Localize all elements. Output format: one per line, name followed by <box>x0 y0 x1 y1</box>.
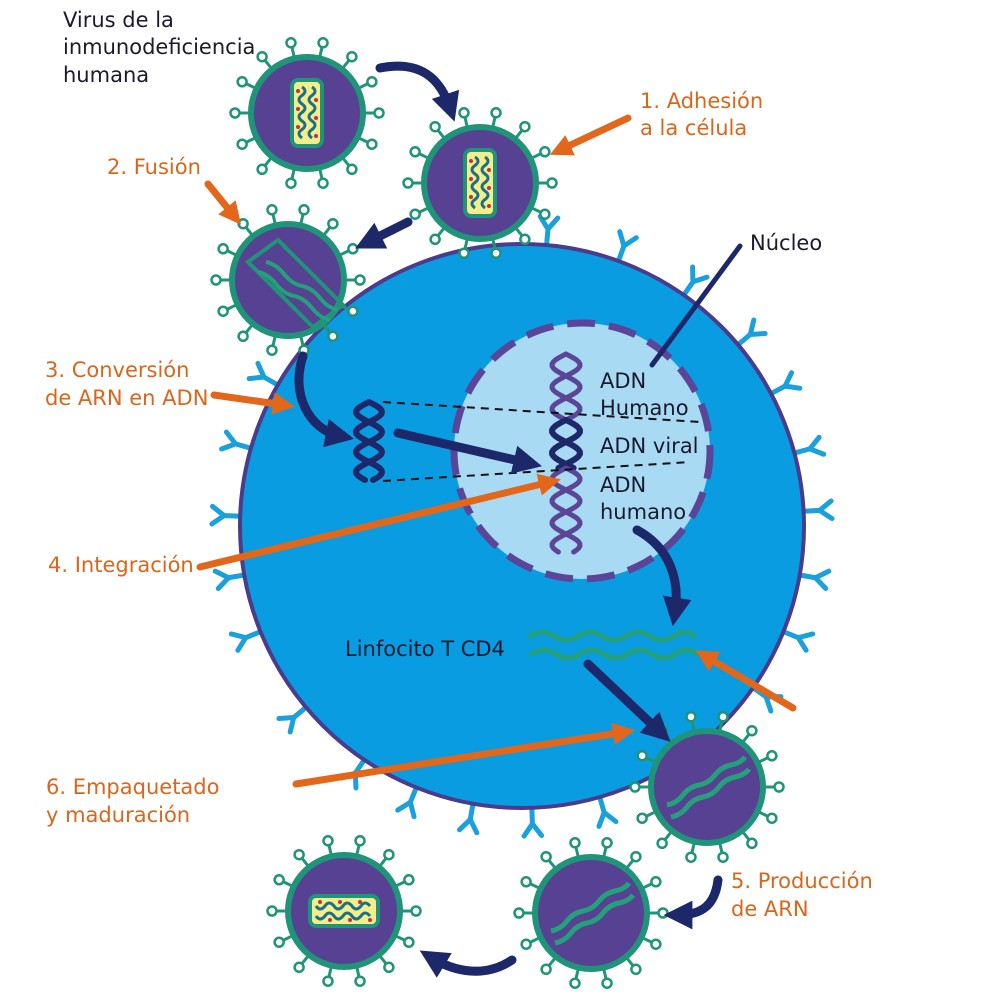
receptor-icon <box>733 317 768 349</box>
virus-rna-production <box>513 837 669 989</box>
pointer-nucleus <box>649 243 743 368</box>
label-step6-packaging: 6. Empaquetado y maduración <box>46 775 226 827</box>
virus-budding <box>629 711 785 863</box>
receptor-icon <box>789 434 827 457</box>
receptor-icon <box>276 703 311 735</box>
label-step4-integration: 4. Integración <box>48 553 194 577</box>
receptor-icon <box>596 792 619 829</box>
arrow-rna-to-budding <box>583 659 671 742</box>
label-human-dna-top: ADN Humano <box>600 369 689 420</box>
arrow-to-mature-virus <box>419 950 517 978</box>
arrow-nucleus-to-rna <box>632 525 692 627</box>
arrow-virus-to-cell <box>375 61 460 122</box>
label-step3-conversion: 3. Conversión de ARN en ADN <box>45 358 208 410</box>
receptor-icon <box>457 799 480 836</box>
label-step5-rna-production: 5. Producción de ARN <box>731 869 879 921</box>
receptor-icon <box>799 498 835 522</box>
viral-dna-strand <box>549 417 583 471</box>
receptor-icon <box>615 229 639 266</box>
pointer-step6 <box>292 722 636 788</box>
label-hiv-virus: Virus de la inmunodeficiencia humana <box>63 8 262 87</box>
receptor-icon <box>219 429 256 452</box>
pointer-step3 <box>210 391 296 415</box>
human-dna-strand-top <box>549 351 583 423</box>
process-arrows <box>294 61 723 978</box>
virus-adhesion <box>402 107 558 259</box>
receptor-icon <box>537 213 561 250</box>
virus-particles <box>210 37 785 989</box>
receptor-icon <box>246 360 283 389</box>
label-human-dna-bottom: ADN humano <box>600 473 686 524</box>
label-step2-fusion: 2. Fusión <box>107 155 201 179</box>
receptor-icon <box>228 628 265 653</box>
label-step1-adhesion: 1. Adhesión a la célula <box>640 89 770 140</box>
receptor-icon <box>395 783 420 820</box>
arrow-to-rna-production <box>663 875 723 930</box>
pointer-step1 <box>549 114 632 156</box>
dashed-guide-upper <box>382 401 701 423</box>
arrow-dna-to-nucleus <box>393 428 543 474</box>
pointer-step2 <box>204 180 242 225</box>
viral-dna-cytoplasm <box>352 399 386 483</box>
receptor-icon <box>212 568 249 591</box>
label-cd4-cell: Linfocito T CD4 <box>345 637 505 661</box>
virus-free <box>229 37 385 189</box>
viral-rna-cytoplasm <box>527 629 699 661</box>
receptor-icon <box>209 503 245 527</box>
receptor-icon <box>779 628 816 653</box>
receptor-icon <box>521 803 545 839</box>
receptor-icon <box>795 568 832 591</box>
pointer-step4 <box>196 473 561 571</box>
label-pointer-arrows <box>196 114 797 788</box>
pointer-step5 <box>695 650 797 712</box>
receptor-icon <box>766 370 803 398</box>
arrow-fusion-to-conversion <box>294 351 355 448</box>
label-viral-dna: ADN viral <box>600 434 699 458</box>
dashed-guide-lower <box>382 461 691 482</box>
label-nucleus: Núcleo <box>750 231 822 255</box>
virus-fusion <box>210 204 366 356</box>
virus-mature <box>266 835 422 987</box>
arrow-adhesion-to-fusion <box>355 217 413 249</box>
